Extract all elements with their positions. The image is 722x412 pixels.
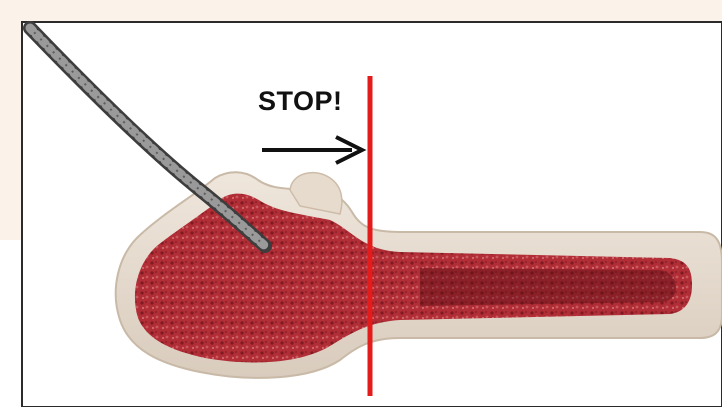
marrow-shadow xyxy=(420,268,676,306)
stop-label: STOP! xyxy=(258,88,343,115)
